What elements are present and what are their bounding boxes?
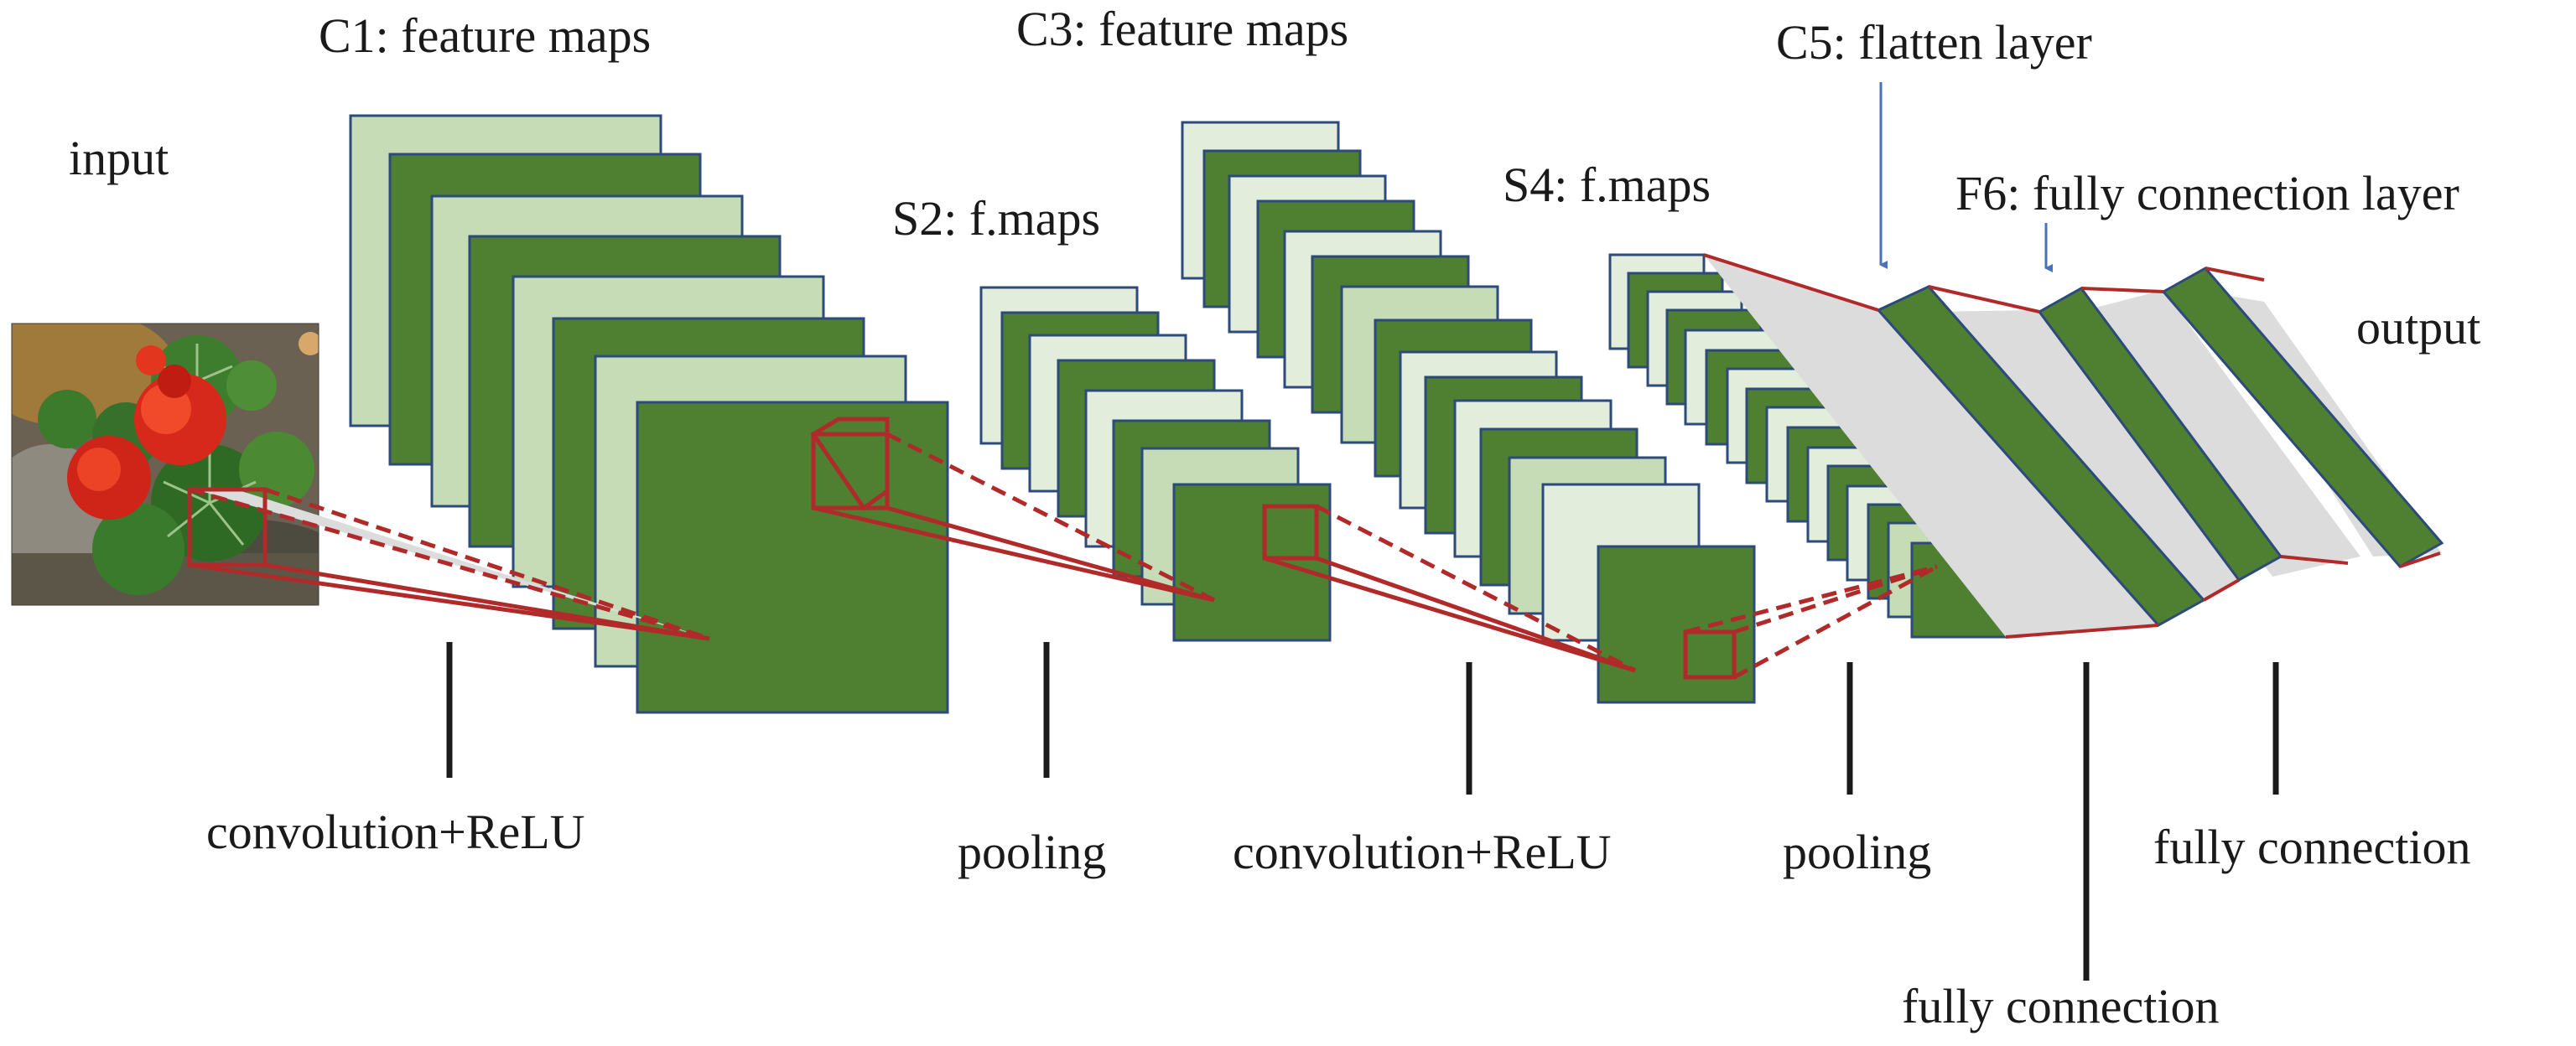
- c1-map: [636, 401, 949, 714]
- op-fc2: fully connection: [2153, 820, 2471, 874]
- fully-connected-layers: [1703, 253, 2444, 639]
- label-s2: S2: f.maps: [892, 191, 1100, 246]
- c1-feature-map-stack: [349, 114, 949, 714]
- label-output: output: [2356, 300, 2480, 355]
- s2-feature-map-stack: [979, 286, 1332, 642]
- receptive-field-connectors: [187, 417, 1939, 680]
- label-input: input: [69, 131, 169, 185]
- label-s4: S4: f.maps: [1503, 158, 1711, 212]
- label-c3: C3: feature maps: [1016, 2, 1348, 56]
- input-image: [11, 323, 319, 606]
- op-pool2: pooling: [1783, 825, 1931, 879]
- label-c1: C1: feature maps: [319, 8, 651, 63]
- op-fc1: fully connection: [1902, 979, 2220, 1033]
- annotation-arrows: [1879, 82, 2053, 272]
- c3-feature-map-stack: [1181, 121, 1756, 704]
- op-pool1: pooling: [958, 825, 1106, 879]
- op-conv2: convolution+ReLU: [1233, 825, 1612, 879]
- label-f6: F6: fully connection layer: [1955, 166, 2459, 220]
- s2-map: [1172, 483, 1332, 642]
- output-bar: [2161, 267, 2444, 568]
- op-conv1: convolution+ReLU: [206, 805, 585, 859]
- label-c5: C5: flatten layer: [1776, 15, 2092, 70]
- operation-ticks: [446, 642, 2279, 981]
